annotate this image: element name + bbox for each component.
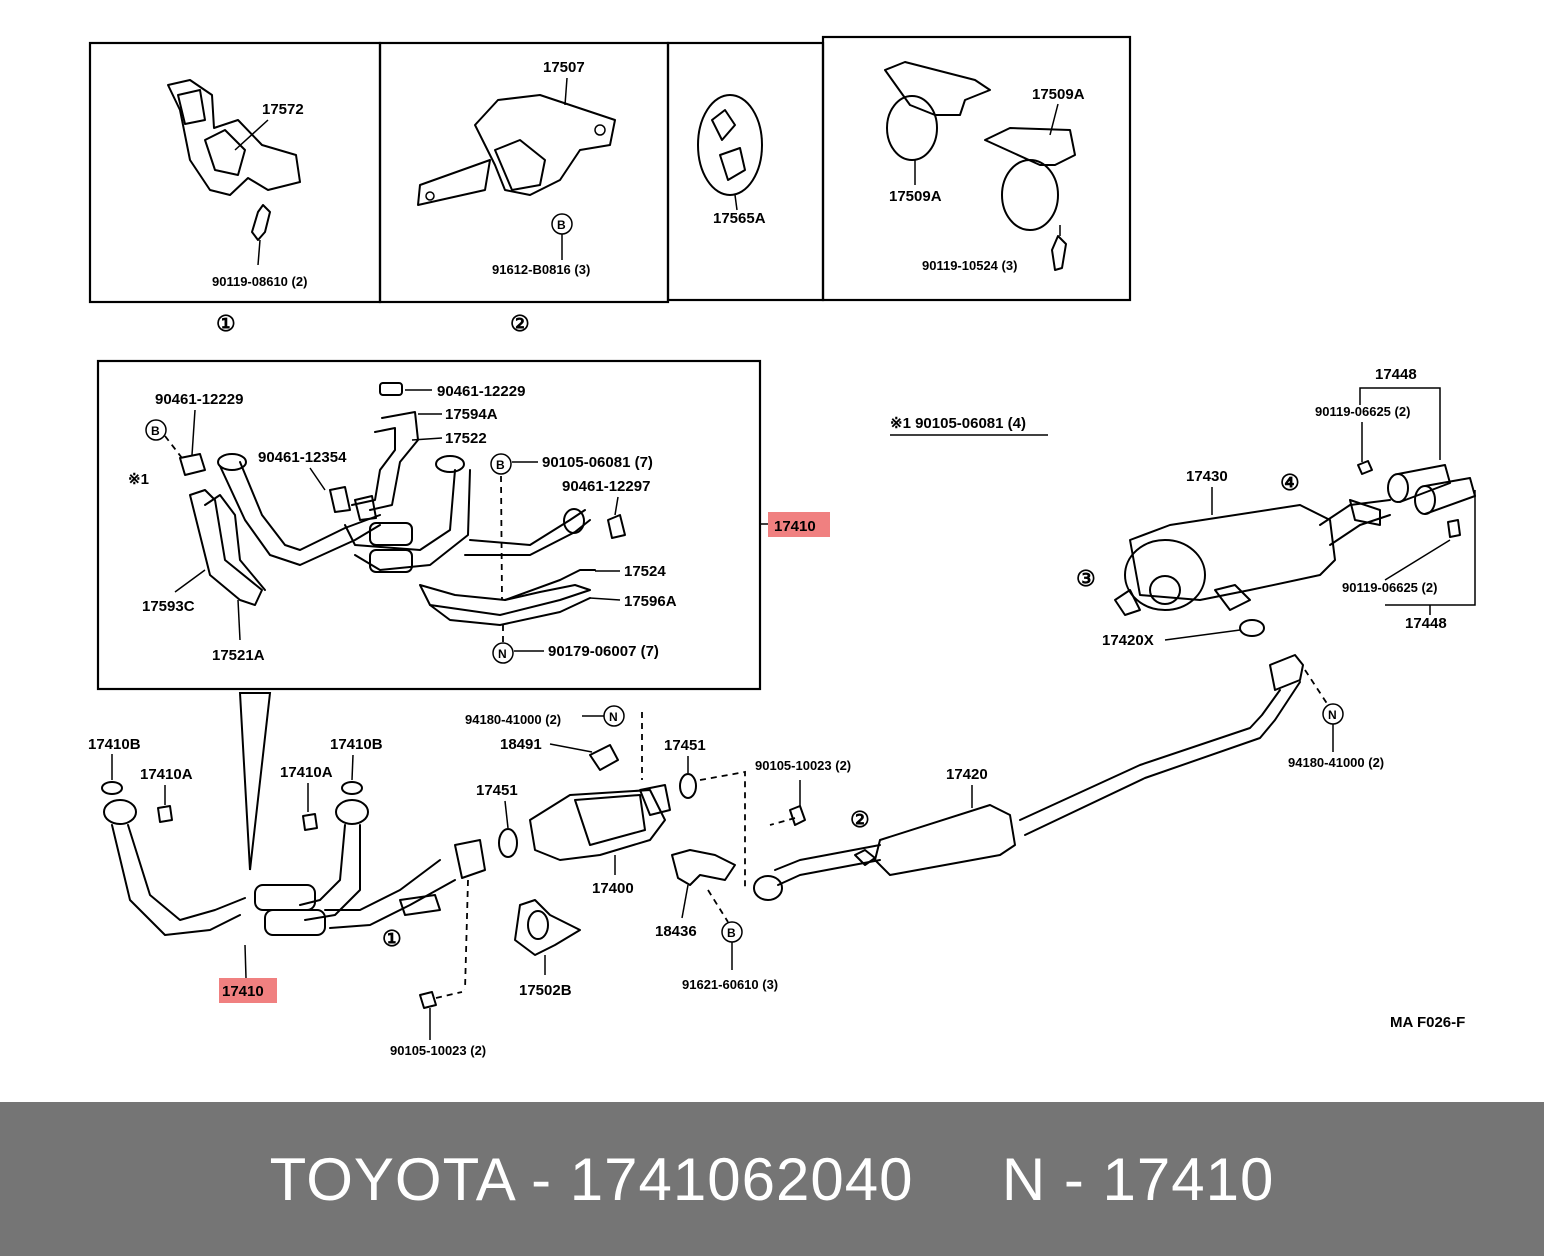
mounts-17509a-drawing (884, 61, 1076, 271)
clamp-90461-12229-top (379, 382, 403, 396)
panel-4-frame (821, 35, 1132, 302)
panel-3-frame (666, 41, 825, 302)
label-17509a-upper: 17509A (1032, 86, 1085, 103)
hanger-17565a-drawing (697, 94, 763, 211)
marker-circle-1-top: ① (216, 311, 236, 336)
label-91621-60610: 91621-60610 (3) (682, 977, 778, 992)
marker-circle-1-front: ① (382, 926, 402, 951)
label-17451-right: 17451 (664, 737, 706, 754)
label-90119-10524: 90119-10524 (3) (922, 258, 1017, 273)
marker-circle-2-mid: ② (850, 807, 870, 832)
pipe-17522-drawing (217, 453, 591, 573)
gasket-17410b-right (341, 781, 363, 795)
label-17565a: 17565A (713, 210, 766, 227)
stud-17410a-left (157, 805, 173, 823)
footer-banner: TOYOTA - 1741062040 N - 17410 (0, 1102, 1544, 1256)
label-17430: 17430 (1186, 468, 1228, 485)
callout-17410-bottom: 17410 (222, 983, 264, 1000)
label-90119-08610: 90119-08610 (2) (212, 274, 307, 289)
muffler-17430-drawing (1114, 499, 1391, 616)
label-17451-left: 17451 (476, 782, 518, 799)
marker-circle-3: ③ (1076, 566, 1096, 591)
pipe-17594a-drawing (329, 411, 419, 521)
converter-17400-drawing (498, 744, 697, 861)
marker-b-detail-left: B (151, 424, 160, 438)
front-section: 17410B 17410A 17410A 17410B ① 17410 1745… (88, 705, 1465, 1058)
detail-box: 90461-12229 90461-12229 17594A 17522 904… (96, 359, 830, 691)
marker-b-panel-2: B (557, 218, 566, 232)
stud-17410a-right (302, 813, 318, 831)
bolt-flange-drawing (789, 805, 806, 826)
label-17400: 17400 (592, 880, 634, 897)
label-17448-bottom: 17448 (1405, 615, 1447, 632)
label-17502b: 17502B (519, 982, 572, 999)
label-17524: 17524 (624, 563, 666, 580)
label-90105-06081: 90105-06081 (7) (542, 454, 653, 471)
marker-n-detail: N (498, 647, 507, 661)
label-17410b-right: 17410B (330, 736, 383, 753)
label-90179-06007: 90179-06007 (7) (548, 643, 659, 660)
bolt-bottom-drawing (419, 991, 437, 1009)
exhaust-parts-diagram: 17572 90119-08610 (2) ① 17507 B 91612-B0… (88, 35, 1476, 1058)
label-17509a-lower: 17509A (889, 188, 942, 205)
detail-box-frame (96, 359, 762, 691)
footer-title: TOYOTA - 1741062040 N - 17410 (269, 1145, 1275, 1213)
label-17410b-left: 17410B (88, 736, 141, 753)
asterisk-detail: ※1 (128, 471, 149, 488)
callout-17410-right-highlight (768, 512, 830, 537)
label-90105-10023-bottom: 90105-10023 (2) (390, 1043, 486, 1058)
label-17448-top: 17448 (1375, 366, 1417, 383)
label-90461-12297: 90461-12297 (562, 478, 650, 495)
label-17410a-right: 17410A (280, 764, 333, 781)
gasket-17420x-drawing (1239, 619, 1265, 637)
marker-n-rear: N (1328, 708, 1337, 722)
pipe-17420-drawing (753, 654, 1304, 901)
shield-17596a-drawing (419, 569, 596, 626)
label-17507: 17507 (543, 59, 585, 76)
label-90119-06625-top: 90119-06625 (2) (1315, 404, 1410, 419)
label-17594a: 17594A (445, 406, 498, 423)
label-90461-12229-left: 90461-12229 (155, 391, 243, 408)
hanger-17502b-drawing (514, 899, 581, 956)
diagram-code: MA F026-F (1390, 1014, 1465, 1031)
label-17522: 17522 (445, 430, 487, 447)
label-94180-41000-front: 94180-41000 (2) (465, 712, 561, 727)
label-17572: 17572 (262, 101, 304, 118)
label-18436: 18436 (655, 923, 697, 940)
label-17420: 17420 (946, 766, 988, 783)
label-17521a: 17521A (212, 647, 265, 664)
marker-b-front: B (727, 926, 736, 940)
gasket-17410b-left (101, 781, 123, 795)
label-90119-06625-bottom: 90119-06625 (2) (1342, 580, 1437, 595)
label-90461-12229-top: 90461-12229 (437, 383, 525, 400)
label-17410a-left: 17410A (140, 766, 193, 783)
callout-17410-bottom-highlight (219, 978, 277, 1003)
label-91612-b0816: 91612-B0816 (3) (492, 262, 590, 277)
mount-17507-drawing (417, 94, 616, 260)
marker-circle-2-top: ② (510, 311, 530, 336)
note-asterisk-bolt: ※1 90105-06081 (4) (890, 415, 1026, 432)
pipe-17410-drawing (103, 799, 486, 936)
rear-section: 17448 90119-06625 (2) 17430 ④ ③ 17420X 9… (753, 366, 1476, 901)
detail-pointer (238, 692, 272, 871)
label-17593c: 17593C (142, 598, 195, 615)
label-17596a: 17596A (624, 593, 677, 610)
marker-n-front: N (609, 710, 618, 724)
top-panels: 17572 90119-08610 (2) ① 17507 B 91612-B0… (88, 35, 1132, 336)
label-90461-12354: 90461-12354 (258, 449, 347, 466)
shield-17593c-drawing (189, 489, 266, 606)
bracket-17572-drawing (167, 79, 301, 266)
marker-circle-4: ④ (1280, 470, 1300, 495)
marker-b-detail: B (496, 458, 505, 472)
panel-1-frame (88, 41, 382, 304)
label-94180-41000-right: 94180-41000 (2) (1288, 755, 1384, 770)
label-17420x: 17420X (1102, 632, 1154, 649)
callout-17410-right: 17410 (774, 518, 816, 535)
clamp-90461-12229-left (179, 453, 206, 476)
label-18491: 18491 (500, 736, 542, 753)
label-90105-10023-flange: 90105-10023 (2) (755, 758, 851, 773)
bracket-18436-drawing (671, 849, 736, 886)
clamp-90461-12297 (607, 514, 626, 539)
tail-pipes-17448-drawing (1357, 460, 1476, 538)
